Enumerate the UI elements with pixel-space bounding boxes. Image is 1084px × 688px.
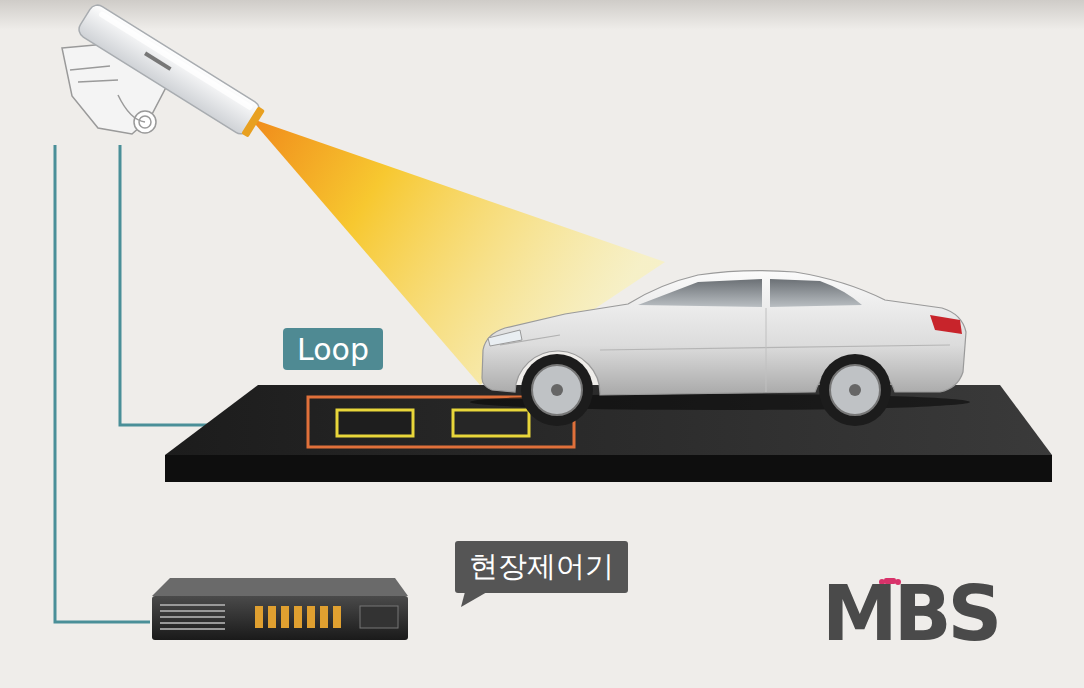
car (600, 345, 950, 350)
controller-device (333, 606, 341, 628)
controller-device (160, 604, 225, 606)
road-platform (165, 455, 1052, 482)
road-platform (165, 385, 1052, 455)
controller-device (160, 605, 225, 629)
controller-device (152, 578, 408, 640)
controller-device (307, 606, 315, 628)
loop-label-box: Loop (283, 328, 383, 370)
controller-device (160, 616, 225, 618)
wire (55, 145, 150, 622)
camera (98, 10, 254, 110)
car (638, 279, 762, 307)
controller-device (255, 606, 263, 628)
car (819, 354, 891, 426)
camera (76, 2, 263, 137)
controller-device (320, 606, 328, 628)
controller-device (160, 610, 225, 612)
car (470, 271, 970, 426)
loop-detector (453, 410, 529, 436)
controller-device (268, 606, 276, 628)
wire (120, 145, 337, 425)
car (532, 365, 582, 415)
camera (76, 2, 266, 140)
car (551, 384, 563, 396)
controller-device (255, 606, 341, 628)
controller-device (152, 578, 408, 596)
node-text: Loop (297, 333, 369, 366)
car (830, 365, 880, 415)
car (766, 308, 767, 392)
loop-detector (337, 410, 413, 436)
car (488, 330, 522, 346)
controller-device (160, 628, 225, 630)
camera (144, 52, 172, 71)
car (770, 279, 862, 307)
controller-device (294, 606, 302, 628)
road-platform (165, 385, 1052, 482)
controller-device (360, 606, 398, 628)
car (930, 315, 962, 334)
controller-device (160, 622, 225, 624)
speech-bubble: 현장제어기 (455, 541, 628, 593)
top-band (0, 0, 1084, 30)
node-text: 현장제어기 (469, 551, 614, 583)
car (849, 384, 861, 396)
wire (55, 145, 337, 622)
camera (241, 106, 265, 137)
controller-device (281, 606, 289, 628)
logo-text: MBS (822, 576, 998, 652)
camera-mount (118, 95, 145, 122)
camera-mount (70, 66, 118, 82)
controller-device (152, 596, 408, 640)
car (521, 354, 593, 426)
